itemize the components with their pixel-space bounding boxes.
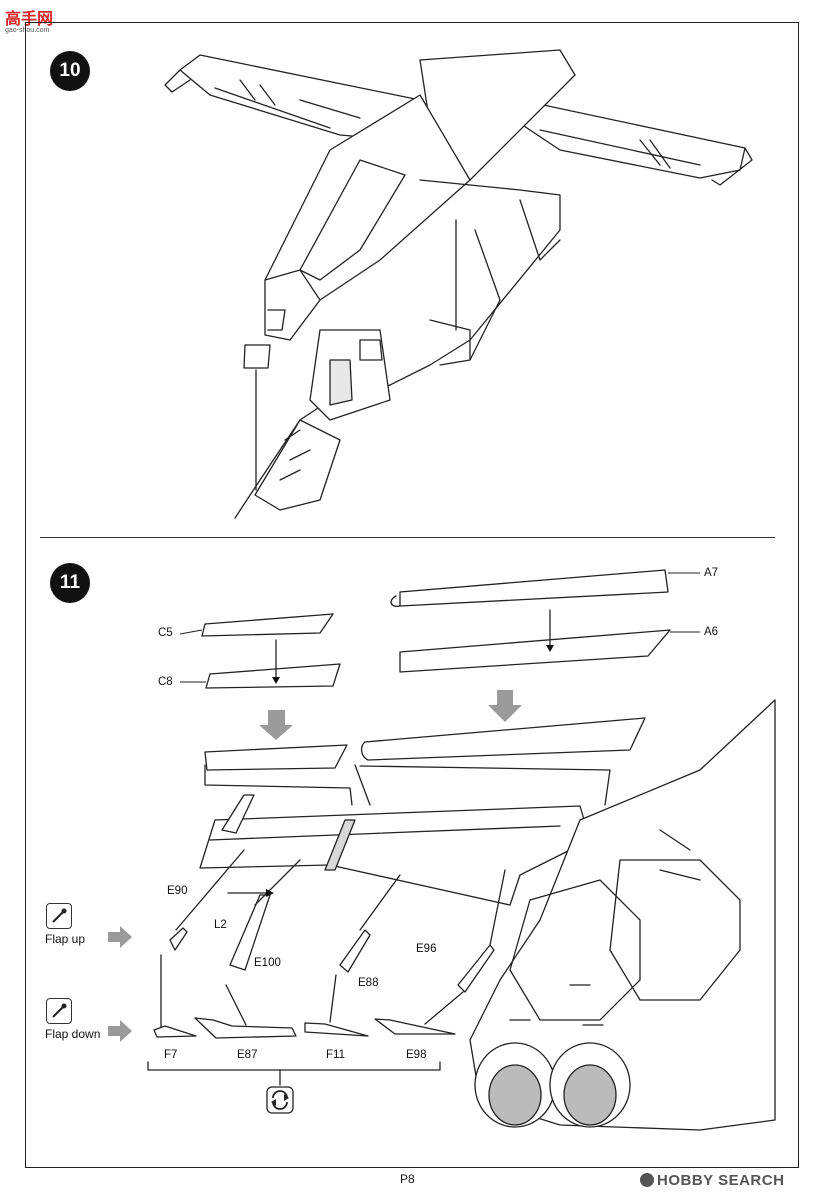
page-number: P8 bbox=[400, 1172, 415, 1186]
grey-arrow-a6 bbox=[488, 690, 522, 722]
part-label-e98: E98 bbox=[406, 1049, 427, 1061]
watermark-logo: 高手网 gao-shou.com bbox=[5, 11, 54, 34]
part-label-a6: A6 bbox=[704, 626, 719, 638]
part-label-c5: C5 bbox=[158, 627, 173, 639]
page-frame bbox=[25, 22, 799, 1168]
step-10-badge: 10 bbox=[50, 51, 90, 91]
part-label-e100: E100 bbox=[254, 957, 281, 969]
pencil-icon bbox=[46, 903, 72, 929]
part-label-f11: F11 bbox=[326, 1049, 345, 1061]
part-label-f7: F7 bbox=[164, 1049, 178, 1061]
part-label-c8: C8 bbox=[158, 676, 173, 688]
pencil-icon bbox=[46, 998, 72, 1024]
flap-up-label: Flap up bbox=[45, 932, 86, 946]
part-label-e88: E88 bbox=[358, 977, 379, 989]
section-divider bbox=[40, 537, 775, 538]
step-11-parts-drawing bbox=[147, 569, 776, 1131]
grey-arrow-flap-down bbox=[108, 1020, 132, 1042]
part-label-e87: E87 bbox=[237, 1049, 258, 1061]
step-11-badge: 11 bbox=[50, 563, 90, 603]
part-label-l2: L2 bbox=[214, 919, 227, 931]
part-label-e96: E96 bbox=[416, 943, 437, 955]
step-10-aircraft-drawing bbox=[164, 49, 753, 519]
flap-down-label: Flap down bbox=[45, 1027, 101, 1041]
part-label-a7: A7 bbox=[704, 567, 719, 579]
grey-arrows bbox=[108, 690, 522, 1042]
brand-watermark: HOBBY SEARCH bbox=[640, 1172, 784, 1189]
repeat-icon bbox=[266, 1086, 294, 1114]
part-label-e90: E90 bbox=[167, 885, 188, 897]
grey-arrow-flap-up bbox=[108, 926, 132, 948]
grey-arrow-c8 bbox=[259, 710, 293, 740]
brand-logo-icon bbox=[640, 1173, 654, 1187]
